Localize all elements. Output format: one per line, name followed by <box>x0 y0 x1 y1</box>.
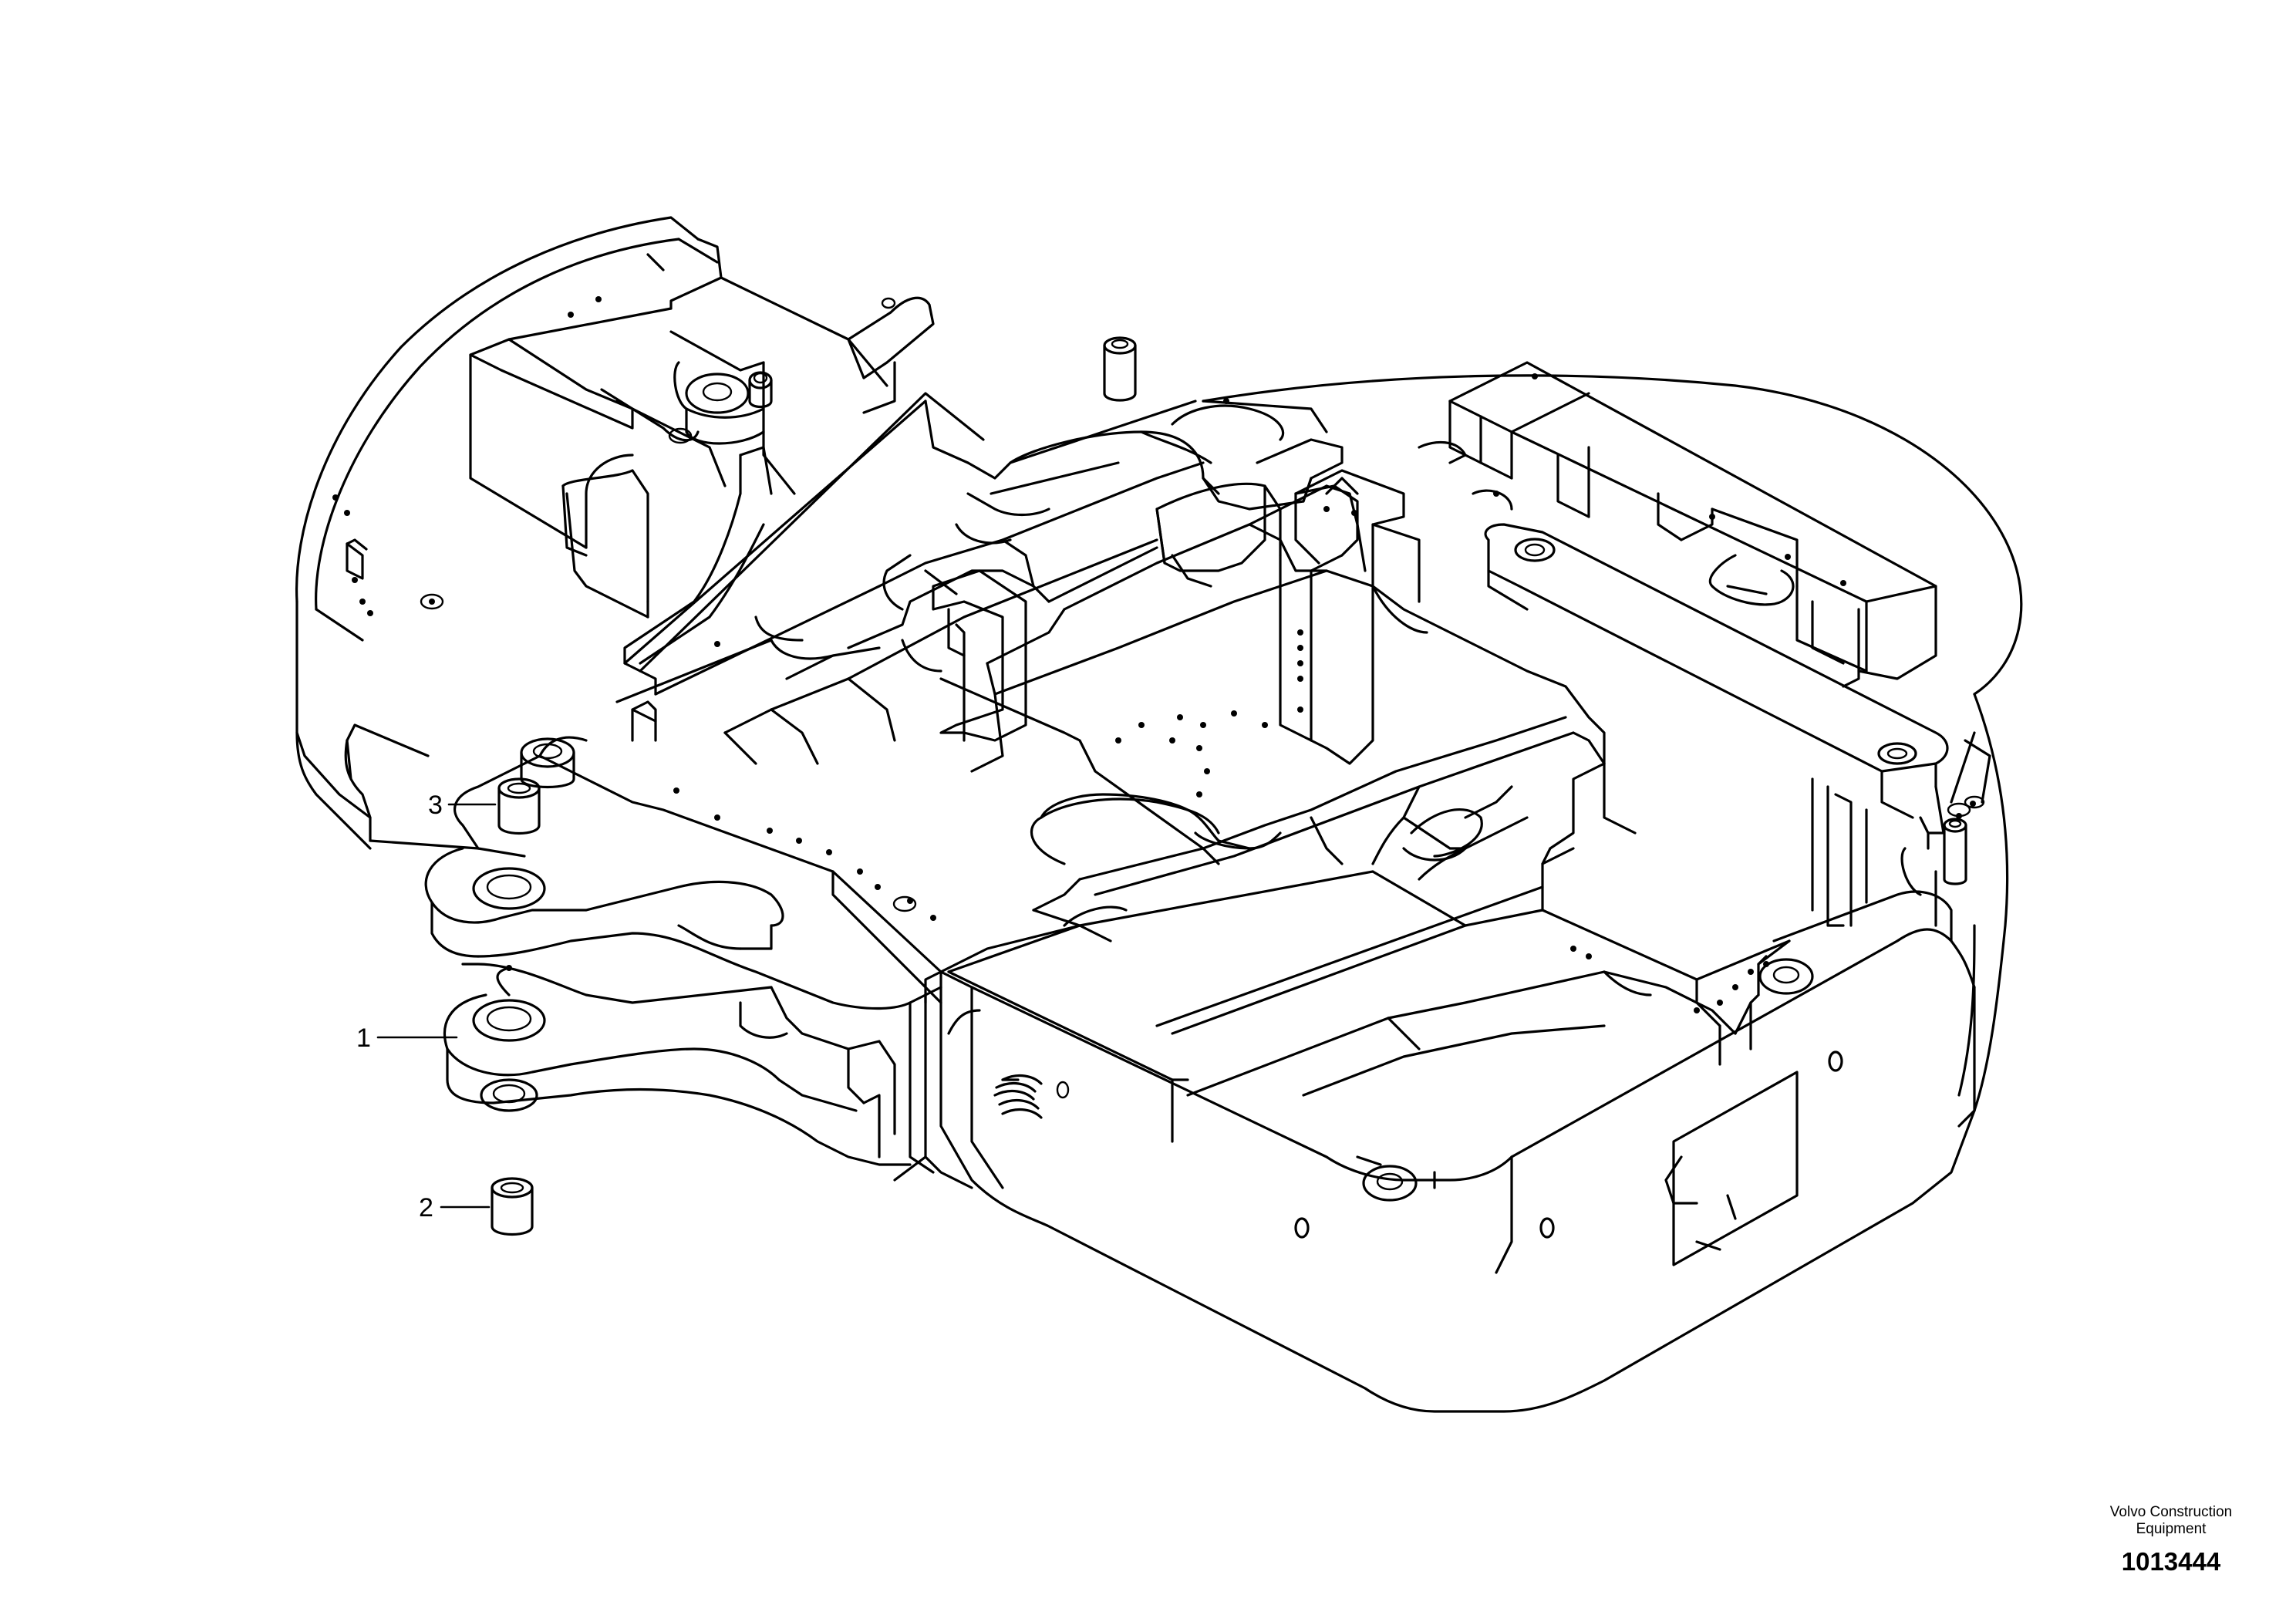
front-bumper <box>939 890 1976 1413</box>
maker-line-1: Volvo Construction <box>2109 1504 2233 1520</box>
front-left-section <box>893 970 1070 1189</box>
title-block: Volvo Construction Equipment 1013444 <box>2082 1504 2260 1576</box>
callout-label-1: 1 <box>356 1023 371 1053</box>
rear-right-block <box>1448 361 1937 688</box>
top-boss <box>1103 336 1513 511</box>
center-uprights <box>932 438 1428 765</box>
lower-swing-arms <box>443 963 935 1174</box>
left-lower-wall <box>295 723 480 850</box>
callout-label-3: 3 <box>428 791 443 820</box>
bushing-3 <box>497 777 541 835</box>
rear-left-interior <box>469 276 935 673</box>
wall-pins <box>332 296 720 647</box>
maker-line-2: Equipment <box>2136 1521 2207 1537</box>
bushing-2 <box>491 1177 534 1236</box>
base-ring <box>1202 374 2023 1128</box>
center-floor <box>939 484 1606 896</box>
front-right-wall <box>939 762 1791 1143</box>
callout-label-2: 2 <box>419 1193 433 1222</box>
right-arm <box>1484 523 1991 927</box>
left-main-beam <box>615 461 1205 765</box>
center-plate <box>623 392 1328 696</box>
swing-bracket <box>424 700 942 1010</box>
document-number: 1013444 <box>2121 1547 2221 1576</box>
